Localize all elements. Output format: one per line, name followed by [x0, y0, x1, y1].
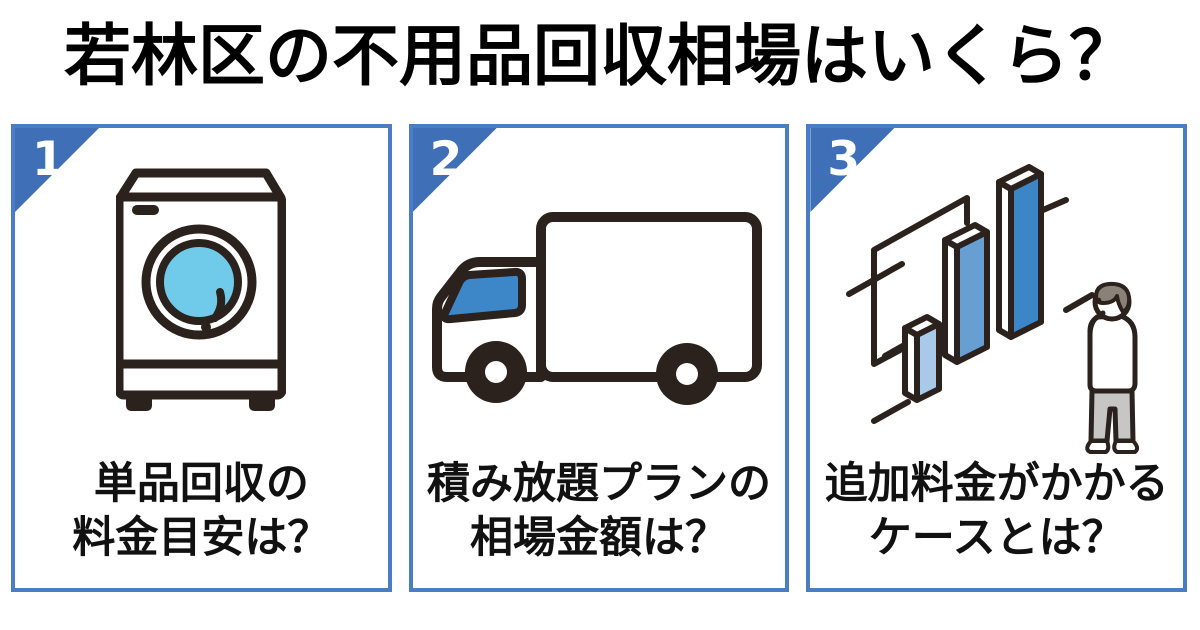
card-3: 3 [806, 124, 1188, 592]
truck-icon [432, 211, 762, 405]
card-2-caption: 積み放題プランの 相場金額は？ [413, 458, 786, 566]
person-arm [1087, 310, 1106, 350]
card-1: 1 単品回収の 料金目安は？ [11, 124, 392, 592]
page-title: 若林区の不用品回収相場はいくら？ [64, 17, 1136, 95]
thinking-person [1084, 281, 1139, 454]
card-2: 2 積み放題プランの 相場金額は？ [408, 124, 790, 592]
washer-door-window [156, 239, 243, 325]
card-1-number: 1 [32, 132, 65, 187]
washer-foot-left [126, 395, 153, 411]
person-torso [1087, 313, 1138, 394]
cards-row: 1 単品回収の 料金目安は？ 2 [11, 124, 1188, 592]
bar-2-front [953, 229, 990, 365]
person-hair [1093, 281, 1131, 314]
card-2-caption-line2: 相場金額は？ [470, 512, 728, 563]
washer-door-outer-ring [141, 224, 257, 340]
washer-control-dash [132, 205, 160, 215]
bar-3-front [1007, 171, 1044, 340]
truck-cargo-box [536, 211, 762, 382]
card-2-icon-area [413, 128, 786, 458]
card-1-caption-line2: 料金目安は？ [72, 512, 331, 563]
card-2-caption-line1: 積み放題プランの [427, 459, 771, 509]
card-3-caption: 追加料金がかかる ケースとは？ [810, 458, 1183, 566]
chart-axis-ticks [845, 261, 911, 424]
person-eye [1096, 297, 1101, 303]
washer-foot-right [249, 395, 276, 411]
bar-1-front [913, 321, 942, 403]
card-3-icon-area [810, 128, 1183, 458]
card-1-icon-area [15, 128, 388, 458]
washer-window-reflection-dot [201, 322, 212, 332]
person-shoe-left [1084, 439, 1110, 454]
card-3-caption-line1: 追加料金がかかる [824, 459, 1169, 509]
card-3-caption-line2: ケースとは？ [868, 512, 1125, 563]
card-3-number: 3 [827, 132, 861, 187]
washer-window-reflection [211, 288, 226, 322]
bar-chart-person-icon [845, 164, 1139, 454]
card-1-caption: 単品回収の 料金目安は？ [15, 458, 388, 566]
card-1-caption-line1: 単品回収の [93, 459, 309, 509]
truck-front-wheel-hub [485, 360, 507, 383]
washing-machine-icon [116, 168, 287, 411]
person-pants [1088, 388, 1136, 444]
person-shoe-right [1111, 439, 1139, 454]
card-2-number: 2 [429, 132, 463, 187]
truck-windshield [440, 267, 526, 323]
truck-rear-wheel-hub [676, 362, 698, 385]
